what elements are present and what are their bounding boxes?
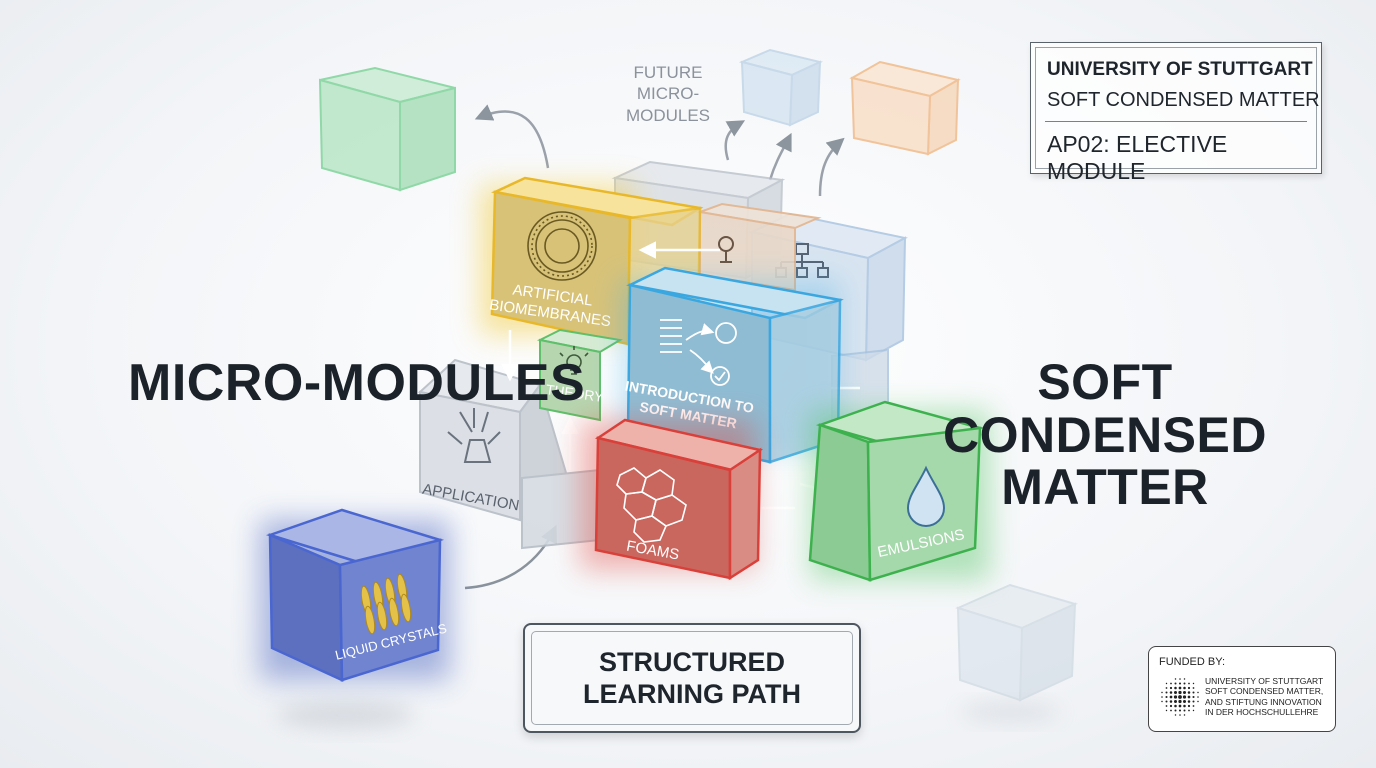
vesicle-icon (527, 211, 597, 281)
title-soft-condensed-matter: SOFT CONDENSED MATTER (943, 354, 1267, 515)
droplet-icon (906, 465, 946, 527)
floating-cube-blue (738, 48, 824, 127)
info-department: SOFT CONDENSED MATTER (1047, 89, 1320, 111)
lightbulb-icon (559, 346, 589, 375)
arrow-to-orange-cube (818, 137, 845, 197)
cube-theory[interactable] (536, 328, 623, 422)
foam-cells-icon (616, 467, 687, 543)
info-university: UNIVERSITY OF STUTTGART (1047, 59, 1313, 80)
arrow-to-green-cube (474, 104, 550, 169)
shadow-liquid-crystals (275, 701, 415, 729)
rod-molecules-icon (360, 573, 412, 635)
floating-cube-green (318, 66, 456, 192)
cube-intro[interactable] (626, 266, 844, 464)
title-micro-modules: MICRO-MODULES (128, 354, 586, 412)
cube-foams[interactable] (594, 418, 764, 581)
flask-small-icon (718, 236, 734, 263)
funder-logo-icon (1161, 678, 1199, 716)
course-info-box: UNIVERSITY OF STUTTGART SOFT CONDENSED M… (1030, 42, 1322, 184)
floating-cube-gray (955, 583, 1078, 702)
cube-liquid-crystals[interactable] (265, 508, 445, 682)
arrow-to-blue-cube (724, 120, 746, 161)
floating-cube-orange (849, 60, 961, 156)
flask-icon (447, 408, 501, 463)
info-divider (1045, 121, 1307, 122)
learning-path-label: STRUCTURED LEARNING PATH (583, 647, 801, 709)
future-modules-label: FUTURE MICRO-MODULES (625, 63, 711, 125)
flow-diagram-icon (660, 319, 737, 386)
funded-text: UNIVERSITY OF STUTTGART SOFT CONDENSED M… (1205, 676, 1324, 718)
shadow-floating-cube (960, 702, 1060, 722)
funded-title: FUNDED BY: (1159, 656, 1226, 668)
arrow-to-mid-cube (768, 132, 792, 181)
funding-box: FUNDED BY: UNIVERSITY OF STUTTGART SOFT … (1148, 646, 1336, 732)
info-module: AP02: ELECTIVE MODULE (1047, 131, 1228, 184)
learning-path-box: STRUCTURED LEARNING PATH (523, 623, 861, 733)
